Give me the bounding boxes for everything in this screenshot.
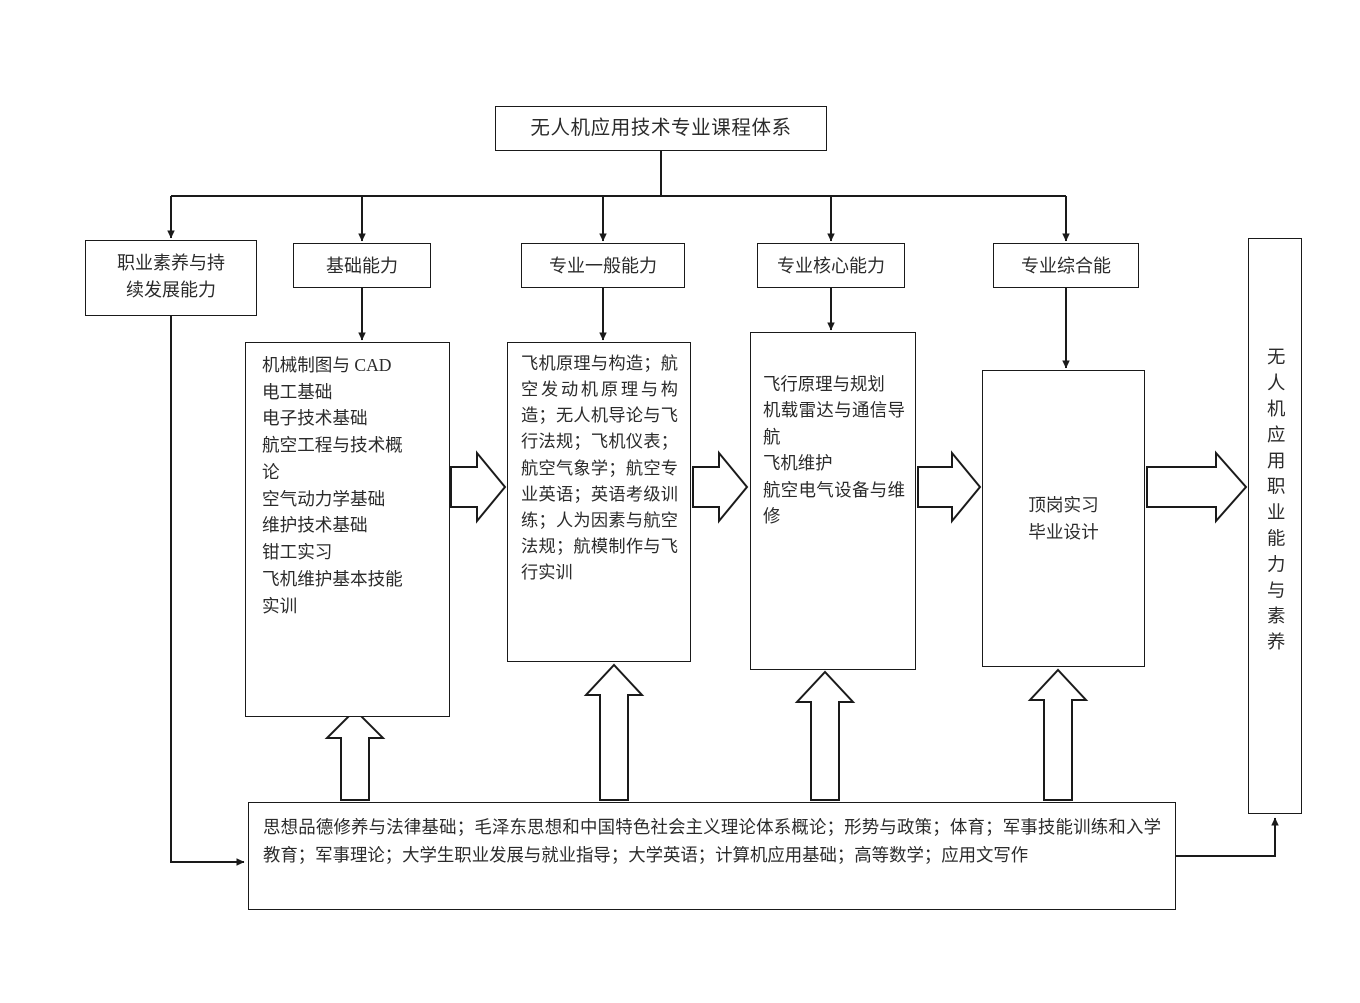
block-arrow-core-to-comprehensive: [917, 450, 982, 524]
basic-courses-box: 机械制图与 CAD 电工基础 电子技术基础 航空工程与技术概 论 空气动力学基础…: [245, 342, 450, 717]
diagram-title-label: 无人机应用技术专业课程体系: [530, 117, 792, 139]
basic-courses-label: 机械制图与 CAD 电工基础 电子技术基础 航空工程与技术概 论 空气动力学基础…: [262, 355, 403, 616]
general-courses-label: 飞机原理与构造；航空发动机原理与构造；无人机导论与飞行法规；飞机仪表；航空气象学…: [521, 354, 678, 583]
outcome-box: 无人机应用职业能力与素养: [1248, 238, 1302, 814]
general-courses-box: 飞机原理与构造；航空发动机原理与构造；无人机导论与飞行法规；飞机仪表；航空气象学…: [507, 342, 691, 662]
connector-quality-to-general-education: [170, 316, 245, 866]
category-label-professional-quality: 职业素养与持 续发展能力: [117, 253, 225, 301]
category-box-general-ability: 专业一般能力: [521, 243, 685, 288]
core-courses-box: 飞行原理与规划 机载雷达与通信导航 飞机维护 航空电气设备与维修: [750, 332, 916, 670]
block-arrow-general-to-core: [692, 450, 749, 524]
core-courses-label: 飞行原理与规划 机载雷达与通信导航 飞机维护 航空电气设备与维修: [763, 374, 905, 527]
block-arrow-up-to-core: [794, 670, 856, 801]
block-arrow-comprehensive-to-outcome: [1146, 450, 1248, 524]
block-arrow-up-to-general: [583, 663, 645, 801]
category-label-core-ability: 专业核心能力: [777, 256, 885, 276]
category-label-comprehensive-ability: 专业综合能: [1021, 256, 1111, 276]
block-arrow-basic-to-general: [450, 450, 507, 524]
comprehensive-courses-label: 顶岗实习 毕业设计: [1028, 494, 1099, 542]
block-arrow-up-to-basic: [324, 708, 386, 801]
general-education-box: 思想品德修养与法律基础；毛泽东思想和中国特色社会主义理论体系概论；形势与政策；体…: [248, 802, 1176, 910]
category-box-core-ability: 专业核心能力: [757, 243, 905, 288]
category-label-general-ability: 专业一般能力: [549, 256, 657, 276]
general-education-label: 思想品德修养与法律基础；毛泽东思想和中国特色社会主义理论体系概论；形势与政策；体…: [263, 817, 1161, 866]
category-label-basic-ability: 基础能力: [326, 256, 398, 276]
outcome-label: 无人机应用职业能力与素养: [1265, 346, 1286, 658]
block-arrow-up-to-comprehensive: [1027, 668, 1089, 801]
comprehensive-courses-box: 顶岗实习 毕业设计: [982, 370, 1145, 667]
category-box-comprehensive-ability: 专业综合能: [993, 243, 1139, 288]
category-box-basic-ability: 基础能力: [293, 243, 431, 288]
category-box-professional-quality: 职业素养与持 续发展能力: [85, 240, 257, 316]
diagram-title-box: 无人机应用技术专业课程体系: [495, 106, 827, 151]
connector-general-education-to-outcome: [1176, 817, 1279, 857]
